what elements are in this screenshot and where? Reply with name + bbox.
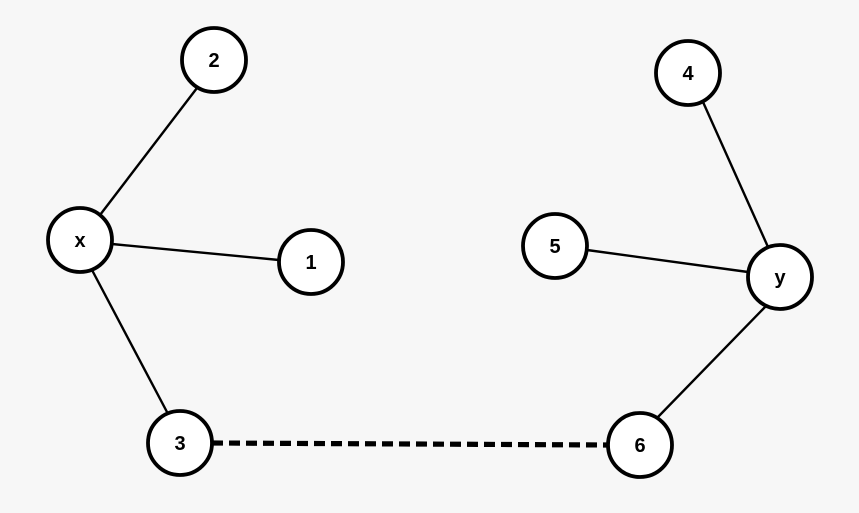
node-4[interactable]: 4 xyxy=(654,39,722,107)
node-y-label: y xyxy=(774,267,786,289)
node-x[interactable]: x xyxy=(46,206,114,274)
node-2-label: 2 xyxy=(208,50,219,72)
edge-3-6 xyxy=(211,440,610,448)
node-3-label: 3 xyxy=(174,433,185,455)
edge-5-y xyxy=(586,248,749,274)
edge-x-1 xyxy=(111,242,280,262)
node-4-label: 4 xyxy=(682,63,694,85)
node-3-circle[interactable] xyxy=(146,409,214,477)
node-5-label: 5 xyxy=(549,236,560,258)
node-1[interactable]: 1 xyxy=(277,228,345,296)
edge-x-3 xyxy=(90,269,169,413)
node-2-circle[interactable] xyxy=(180,26,248,94)
node-y[interactable]: y xyxy=(746,243,814,311)
node-1-circle[interactable] xyxy=(277,228,345,296)
node-x-label: x xyxy=(74,230,85,252)
edge-x-2 xyxy=(99,87,198,216)
node-5-circle[interactable] xyxy=(521,212,589,280)
node-x-circle[interactable] xyxy=(46,206,114,274)
node-1-label: 1 xyxy=(305,252,316,274)
node-6[interactable]: 6 xyxy=(606,411,674,479)
edge-y-6 xyxy=(656,305,767,419)
edge-4-y xyxy=(701,101,770,248)
node-2[interactable]: 2 xyxy=(180,26,248,94)
nodes-layer: 2 x 1 3 4 5 y 6 xyxy=(46,26,814,479)
node-5[interactable]: 5 xyxy=(521,212,589,280)
edges-layer xyxy=(90,87,770,448)
node-6-label: 6 xyxy=(634,435,645,457)
node-3[interactable]: 3 xyxy=(146,409,214,477)
node-6-circle[interactable] xyxy=(606,411,674,479)
node-4-circle[interactable] xyxy=(654,39,722,107)
node-y-circle[interactable] xyxy=(746,243,814,311)
